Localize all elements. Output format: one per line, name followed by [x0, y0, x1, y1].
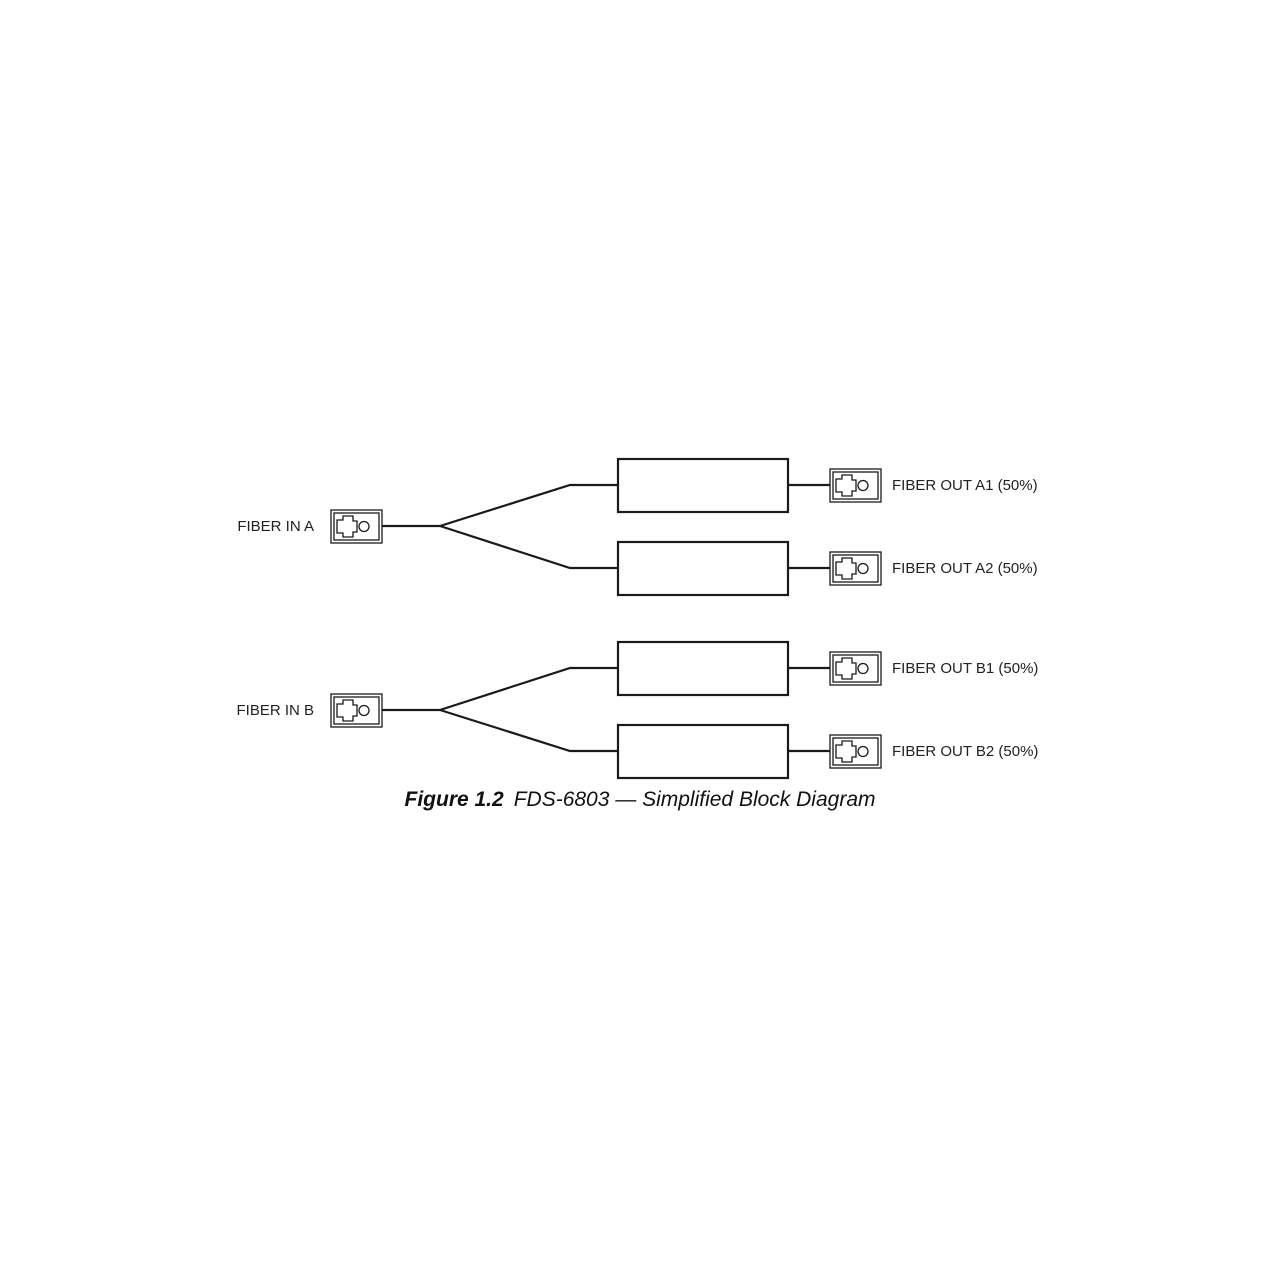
fiber-in-b-connector-icon — [330, 693, 383, 728]
block-b1 — [616, 640, 790, 697]
fiber-in-a-connector-icon — [330, 509, 383, 544]
fiber-out-a1-label: FIBER OUT A1 (50%) — [892, 477, 1038, 494]
figure-caption: Figure 1.2 FDS-6803 — Simplified Block Di… — [0, 788, 1280, 812]
fiber-out-a1-connector-icon — [829, 468, 882, 503]
group-a: FIBER IN A FIBER OUT A1 (50%) FIBER OUT … — [237, 457, 1038, 597]
split-b2-line — [439, 708, 618, 753]
block-a2 — [616, 540, 790, 597]
block-a1 — [616, 457, 790, 514]
split-a1-line — [439, 483, 618, 528]
block-b2 — [616, 723, 790, 780]
fiber-out-b2-connector-icon — [829, 734, 882, 769]
split-a2-line — [439, 524, 618, 570]
split-b1-line — [439, 666, 618, 712]
fiber-out-b1-label: FIBER OUT B1 (50%) — [892, 660, 1038, 677]
figure-title: FDS-6803 — Simplified Block Diagram — [513, 788, 876, 811]
fiber-in-b-label: FIBER IN B — [236, 702, 314, 719]
fiber-out-a2-label: FIBER OUT A2 (50%) — [892, 560, 1038, 577]
fiber-out-a2-connector-icon — [829, 551, 882, 586]
group-b: FIBER IN B FIBER OUT B1 (50%) FIBER OUT … — [236, 640, 1038, 780]
fiber-in-a-label: FIBER IN A — [237, 518, 314, 535]
fiber-out-b1-connector-icon — [829, 651, 882, 686]
fiber-out-b2-label: FIBER OUT B2 (50%) — [892, 743, 1038, 760]
figure-number: Figure 1.2 — [404, 788, 504, 811]
